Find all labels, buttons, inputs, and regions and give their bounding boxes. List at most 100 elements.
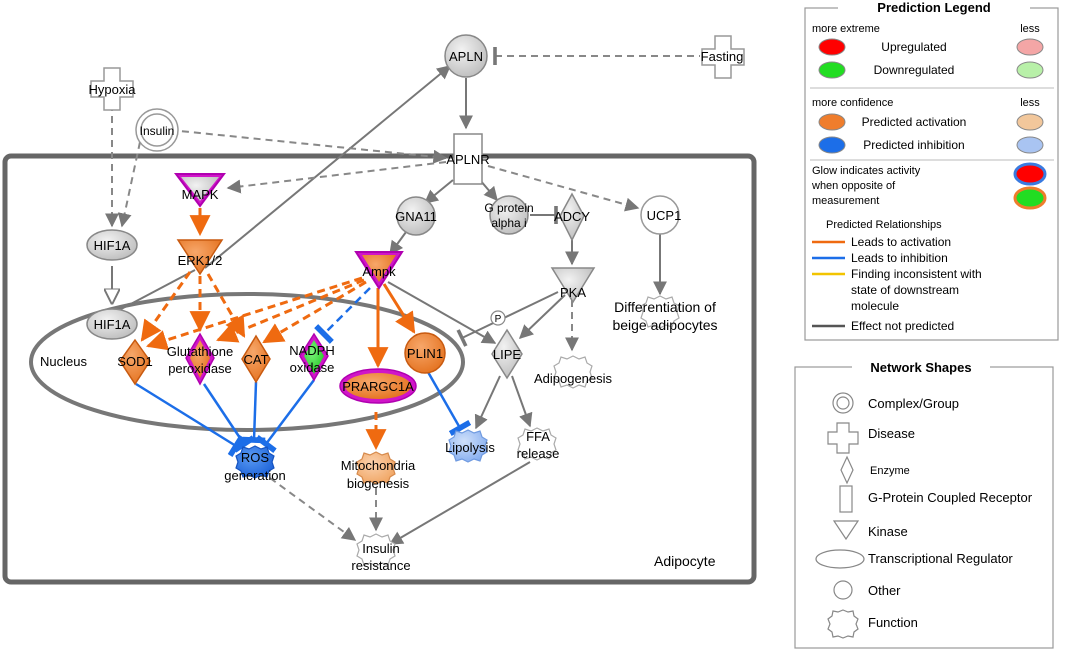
gprotein-label-1: G protein: [484, 201, 533, 215]
gpcr-icon: [839, 485, 853, 513]
swatch-upregulated-less: [1016, 38, 1044, 56]
node-adipogenesis[interactable]: Adipogenesis: [534, 355, 613, 389]
legend-downregulated: Downregulated: [874, 63, 955, 77]
disease-icon: [827, 422, 859, 454]
legend-glow-3: measurement: [812, 195, 879, 207]
node-apln[interactable]: APLN: [444, 34, 488, 78]
adipogenesis-label: Adipogenesis: [534, 371, 613, 386]
swatch-downregulated-less: [1016, 61, 1044, 79]
edge-erk-sod1: [140, 271, 192, 342]
nadph-label-1: NADPH: [289, 343, 335, 358]
gna11-label: GNA11: [395, 209, 437, 224]
edge-ampk-plin1: [382, 283, 416, 334]
node-lipolysis[interactable]: Lipolysis: [445, 429, 495, 463]
node-insulin[interactable]: Insulin: [135, 108, 179, 152]
mapk-label: MAPK: [182, 187, 219, 202]
hif1a-top-label: HIF1A: [94, 238, 131, 253]
phospho-badge: P: [490, 310, 506, 326]
edge-lipe-lipolysis: [474, 375, 501, 430]
enzyme-icon: [840, 455, 854, 485]
node-pka[interactable]: PKA: [550, 267, 596, 304]
other-icon: [833, 580, 853, 600]
legend-relationships-title: Predicted Relationships: [826, 219, 942, 231]
node-insulin-resistance[interactable]: Insulin resistance: [351, 533, 411, 573]
edge-aplnr-ucp1: [487, 165, 640, 212]
node-plin1[interactable]: PLIN1: [404, 332, 446, 374]
node-hif1a-top[interactable]: HIF1A: [86, 229, 138, 261]
nadph-label-2: oxidase: [290, 360, 335, 375]
legend-more-extreme: more extreme: [812, 23, 880, 35]
node-mapk[interactable]: MAPK: [174, 173, 226, 208]
swatch-glow-red: [1013, 162, 1047, 186]
legend-effect-not-predicted: Effect not predicted: [851, 319, 954, 333]
shape-function-label: Function: [868, 615, 918, 630]
legend-glow-1: Glow indicates activity: [812, 165, 921, 177]
hif1a-bottom-label: HIF1A: [94, 317, 131, 332]
swatch-activation-less: [1016, 113, 1044, 131]
edge-insulin-hif1a: [117, 141, 141, 228]
edge-ampk-gpx: [216, 278, 365, 343]
shape-disease-label: Disease: [868, 426, 915, 441]
node-prargc1a[interactable]: PRARGC1A: [339, 368, 417, 404]
node-ros-generation[interactable]: ROS generation: [224, 445, 286, 483]
node-fasting[interactable]: Fasting: [701, 35, 745, 79]
node-glutathione-peroxidase[interactable]: Glutathione peroxidase: [167, 332, 234, 386]
node-erk12[interactable]: ERK1/2: [176, 239, 224, 276]
shape-other-label: Other: [868, 583, 901, 598]
edge-gpx-ros: [202, 383, 255, 453]
adipocyte-compartment: [2, 153, 757, 585]
ucp1-label: UCP1: [647, 208, 682, 223]
shape-transcriptional-label: Transcriptional Regulator: [868, 551, 1013, 566]
node-sod1[interactable]: SOD1: [117, 338, 153, 386]
edge-ros-ir: [269, 477, 357, 541]
aplnr-label: APLNR: [446, 152, 489, 167]
node-lipe[interactable]: LIPE: [491, 328, 523, 380]
ros-label-1: ROS: [241, 450, 270, 465]
prediction-legend-title: Prediction Legend: [877, 0, 990, 15]
adipocyte-label: Adipocyte: [654, 553, 716, 569]
ffa-label-1: FFA: [526, 429, 550, 444]
adcy-label: ADCY: [554, 209, 590, 224]
node-beige-differentiation[interactable]: Differentiation of beige adipocytes: [612, 295, 718, 333]
node-adcy[interactable]: ADCY: [554, 192, 590, 242]
edge-aplnr-gna11: [423, 179, 454, 204]
swatch-inhibition-less: [1016, 136, 1044, 154]
nucleus-label: Nucleus: [40, 354, 87, 369]
lipolysis-label: Lipolysis: [445, 440, 495, 455]
node-hypoxia[interactable]: Hypoxia: [89, 67, 137, 111]
edge-aplnr-gprotein: [479, 179, 498, 202]
node-cat[interactable]: CAT: [241, 334, 271, 384]
swatch-downregulated: [818, 61, 846, 79]
transcriptional-regulator-icon: [815, 549, 865, 569]
node-ffa-release[interactable]: FFA release: [517, 427, 560, 461]
node-hif1a-bottom[interactable]: HIF1A: [86, 308, 138, 340]
shape-kinase-label: Kinase: [868, 524, 908, 539]
network-shapes-legend: Network Shapes Complex/Group Disease Enz…: [794, 359, 1054, 649]
swatch-glow-green: [1013, 186, 1047, 210]
erk12-label: ERK1/2: [178, 253, 223, 268]
gpx-label-1: Glutathione: [167, 344, 234, 359]
node-ucp1[interactable]: UCP1: [640, 195, 682, 235]
legend-upregulated: Upregulated: [881, 40, 946, 54]
shape-enzyme-label: Enzyme: [870, 465, 910, 477]
legend-less-2: less: [1020, 97, 1040, 109]
ros-label-2: generation: [224, 468, 285, 483]
node-gna11[interactable]: GNA11: [395, 196, 437, 236]
edge-erk-hif1a: [107, 269, 196, 317]
hypoxia-label: Hypoxia: [89, 82, 137, 97]
edge-erk-apln: [204, 65, 452, 269]
shape-complex-label: Complex/Group: [868, 396, 959, 411]
swatch-activation: [818, 113, 846, 131]
node-ampk[interactable]: Ampk: [354, 251, 404, 290]
shape-gpcr-label: G-Protein Coupled Receptor: [868, 490, 1033, 505]
node-mitochondria-biogenesis[interactable]: Mitochondria biogenesis: [341, 451, 416, 491]
node-aplnr[interactable]: APLNR: [446, 133, 490, 185]
node-nadph-oxidase[interactable]: NADPH oxidase: [289, 332, 335, 382]
legend-glow-2: when opposite of: [811, 180, 896, 192]
legend-more-confidence: more confidence: [812, 97, 893, 109]
fasting-label: Fasting: [701, 49, 744, 64]
node-gprotein[interactable]: G protein alpha i: [484, 195, 534, 235]
legend-leads-inhibition: Leads to inhibition: [851, 251, 948, 265]
legend-inconsistent-1: Finding inconsistent with: [851, 267, 982, 281]
